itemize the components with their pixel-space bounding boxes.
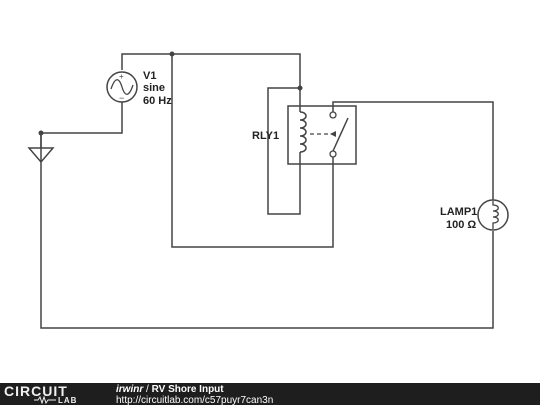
lamp-symbol <box>477 199 509 231</box>
svg-text:+: + <box>119 72 124 81</box>
schematic-title: RV Shore Input <box>151 384 224 395</box>
schematic-url-link[interactable]: http://circuitlab.com/c57puyr7can3n <box>116 395 274 406</box>
junction-dot <box>169 51 175 57</box>
junction-dot <box>38 130 44 136</box>
wire-top <box>121 53 301 88</box>
source-name-label: V1 <box>143 70 156 82</box>
author-link[interactable]: irwinr <box>116 384 144 395</box>
footer-bar: CIRCUIT LAB irwinr / RV Shore Input http… <box>0 383 540 406</box>
schematic-meta: irwinr / RV Shore Input http://circuitla… <box>116 384 273 406</box>
svg-text:−: − <box>119 93 124 103</box>
wire-bottom <box>40 133 494 329</box>
source-type-label: sine <box>143 82 165 94</box>
wire-contact-lamp <box>332 101 494 200</box>
brand-top-text: CIRCUIT <box>4 383 68 399</box>
relay-name-label: RLY1 <box>252 130 279 142</box>
lamp-value-label: 100 Ω <box>446 219 476 231</box>
source-freq-label: 60 Hz <box>143 95 172 107</box>
wire-common <box>171 54 334 248</box>
relay-symbol <box>287 105 357 165</box>
junction-dot <box>297 85 303 91</box>
wire-ground-link <box>41 100 123 134</box>
meta-separator: / <box>143 384 152 395</box>
ground-symbol <box>27 147 55 164</box>
sine-source-symbol: + − <box>106 71 138 103</box>
brand-bottom-text: LAB <box>58 396 78 405</box>
resistor-logo-icon <box>34 396 56 404</box>
wire-coil-loop <box>267 87 301 215</box>
lamp-name-label: LAMP1 <box>440 206 477 218</box>
